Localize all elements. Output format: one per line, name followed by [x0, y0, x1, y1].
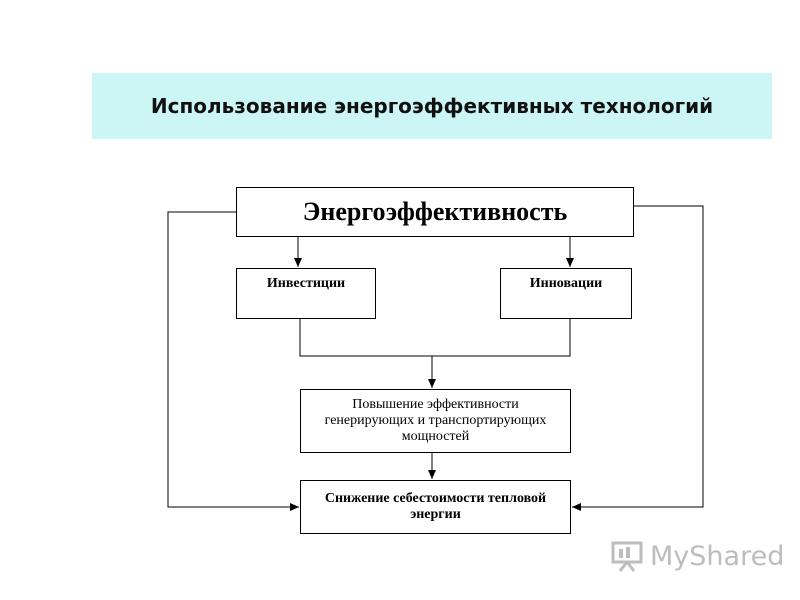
node-efficiency-improvement-label: Повышение эффективности генерирующих и т… [324, 396, 547, 445]
node-efficiency-improvement: Повышение эффективности генерирующих и т… [300, 389, 571, 453]
node-innovations: Инновации [500, 268, 632, 319]
arrow-main-to-reduction-right [572, 205, 704, 511]
node-investments-label: Инвестиции [266, 276, 346, 291]
node-investments: Инвестиции [236, 268, 376, 319]
line-investments-innovations-merge [299, 319, 571, 357]
watermark-logo: MyShared [610, 540, 784, 572]
node-energy-efficiency-label: Энергоэффективность [302, 197, 568, 227]
presentation-board-icon [611, 541, 643, 572]
node-cost-reduction: Снижение себестоимости тепловой энергии [300, 480, 571, 534]
node-innovations-label: Инновации [529, 276, 603, 291]
title-banner: Использование энергоэффективных технолог… [92, 73, 772, 139]
node-energy-efficiency: Энергоэффективность [236, 187, 634, 237]
page-title: Использование энергоэффективных технолог… [150, 94, 714, 118]
watermark-text: MyShared [650, 540, 785, 572]
arrow-main-to-reduction-left [167, 211, 299, 511]
node-cost-reduction-label: Снижение себестоимости тепловой энергии [324, 490, 547, 522]
